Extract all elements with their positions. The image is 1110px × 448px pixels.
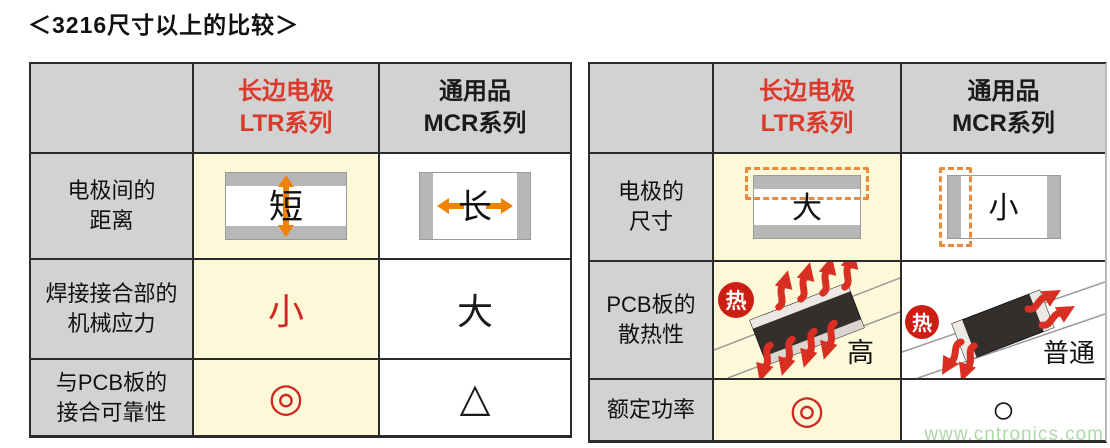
circle-symbol: ○ <box>902 380 1105 440</box>
resistor-long-side-diagram: 短 <box>225 172 347 240</box>
corner-cell <box>31 64 192 152</box>
size-value-mcr: 小 <box>988 192 1019 226</box>
arrow-left-icon <box>437 198 464 214</box>
double-circle-symbol: ◎ <box>714 380 900 440</box>
electrode-bar-right <box>517 173 530 239</box>
heat-badge-label: 热 <box>912 312 932 335</box>
row-label-heat-dissipation: PCB板的 散热性 <box>590 262 712 378</box>
cell-ltr-stress: 小 <box>194 260 378 358</box>
electrode-bar-left <box>947 176 961 238</box>
header-ltr-line2: LTR系列 <box>239 110 333 137</box>
resistor-short-side-diagram: 小 <box>938 167 1061 247</box>
electrode-bar-left <box>420 173 433 239</box>
cell-mcr-distance: 长 <box>380 154 570 258</box>
header-mcr-line1: 通用品 <box>439 78 511 106</box>
cell-ltr-distance: 短 <box>194 154 378 258</box>
column-header-ltr: 长边电极 LTR系列 <box>714 64 900 152</box>
distance-value-mcr: 长 <box>458 188 492 227</box>
header-ltr-line1: 长边电极 <box>238 78 334 106</box>
vertical-double-arrow-icon <box>278 175 294 237</box>
column-header-ltr: 长边电极 LTR系列 <box>194 64 378 152</box>
double-circle-symbol: ◎ <box>194 360 378 435</box>
triangle-symbol: △ <box>380 360 570 435</box>
cell-mcr-electrode-size: 小 <box>902 154 1105 260</box>
column-header-mcr: 通用品 MCR系列 <box>902 64 1105 152</box>
cell-mcr-heat: 热 普通 <box>901 262 1106 378</box>
heat-badge <box>718 282 754 318</box>
column-header-mcr: 通用品 MCR系列 <box>380 64 570 152</box>
row-label-solder-stress: 焊接接合部的 机械应力 <box>31 260 192 358</box>
row-label-pcb-reliability: 与PCB板的 接合可靠性 <box>31 360 192 435</box>
distance-value-ltr: 短 <box>269 188 303 227</box>
heat-flow-illustration: 热 <box>901 262 1106 378</box>
comparison-table-left: 长边电极 LTR系列 通用品 MCR系列 电极间的 距离 短 <box>29 62 572 438</box>
heat-value-mcr: 普通 <box>1042 338 1095 368</box>
row-label-electrode-distance: 电极间的 距离 <box>31 154 192 258</box>
corner-cell <box>590 64 712 152</box>
cell-mcr-stress: 大 <box>380 260 570 358</box>
dashed-highlight-box <box>745 167 869 200</box>
heat-badge-label: 热 <box>726 289 747 313</box>
cell-ltr-heat: 热 高 <box>713 262 901 378</box>
electrode-bar-bottom <box>754 225 860 238</box>
heat-dissipation-diagram-ltr: 热 高 <box>713 262 901 378</box>
heat-flow-illustration: 热 <box>713 262 901 378</box>
row-label-rated-power: 额定功率 <box>590 380 712 440</box>
dashed-highlight-box <box>938 167 972 247</box>
page-title: ＜3216尺寸以上的比较＞ <box>28 12 300 38</box>
header-mcr-line2: MCR系列 <box>423 110 527 137</box>
electrode-bar-right <box>1046 176 1060 238</box>
watermark: www.cntronics.com <box>924 424 1104 445</box>
row-label-electrode-size: 电极的 尺寸 <box>590 154 712 260</box>
heat-dissipation-diagram-mcr: 热 普通 <box>901 262 1106 378</box>
resistor-short-side-diagram: 长 <box>419 172 531 240</box>
comparison-table-right: 长边电极 LTR系列 通用品 MCR系列 电极的 尺寸 大 小 PCB板的 散热… <box>588 62 1107 443</box>
arrow-right-icon <box>486 198 513 214</box>
electrode-bar-top <box>754 176 860 189</box>
cell-ltr-electrode-size: 大 <box>714 154 900 260</box>
heat-value-ltr: 高 <box>847 338 874 368</box>
resistor-long-side-diagram: 大 <box>745 167 869 239</box>
heat-badge <box>905 305 939 339</box>
